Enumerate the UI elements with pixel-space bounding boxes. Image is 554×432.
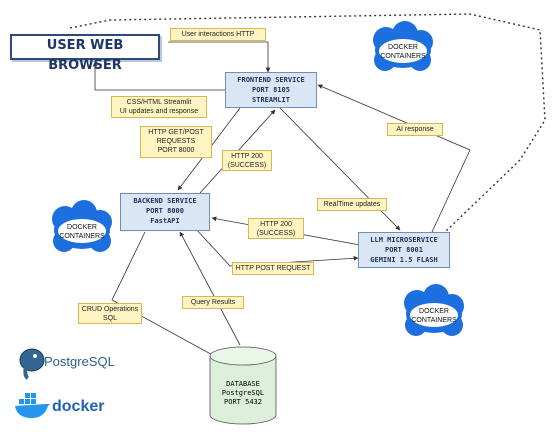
note-query-results-text: Query Results — [190, 299, 236, 306]
arrow-frontend-to-llm — [279, 107, 401, 231]
note-query-results: Query Results — [182, 296, 244, 309]
note-http-200-frontend-line2: (SUCCESS) — [227, 162, 267, 169]
note-http-post-request: HTTP POST REQUEST — [232, 262, 314, 275]
note-crud-line2: SQL — [102, 315, 117, 322]
docker-boundary-dotted-line — [69, 13, 546, 233]
llm-label-line3: GEMINI 1.5 FLASH — [370, 256, 438, 264]
note-http-get-post: HTTP GET/POST REQUESTS PORT 8000 — [140, 126, 212, 158]
note-user-interactions: User interactions HTTP — [170, 28, 266, 41]
database-cylinder: DATABASE PostgreSQL PORT 5432 — [209, 346, 277, 425]
docker-whale-icon — [15, 393, 50, 418]
backend-label-line2: PORT 8000 — [146, 207, 184, 215]
backend-label-line1: BACKEND SERVICE — [133, 197, 197, 205]
note-http-post-request-text: HTTP POST REQUEST — [235, 265, 311, 272]
arrow-database-to-backend — [179, 231, 241, 346]
note-http-200-frontend: HTTP 200 (SUCCESS) — [222, 150, 272, 171]
note-css-html-line1: CSS/HTML Streamlit — [126, 99, 192, 106]
note-crud-line1: CRUD Operations — [81, 306, 139, 313]
note-realtime-updates: RealTime updates — [317, 198, 387, 211]
note-ai-response: AI response — [387, 123, 443, 136]
docker-containers-cloud-left: DOCKER CONTAINERS — [52, 200, 112, 252]
arrow-backend-to-llm — [194, 227, 359, 267]
note-http-200-llm-line2: (SUCCESS) — [256, 230, 296, 237]
arrow-llm-to-frontend — [317, 84, 471, 233]
docker-logo-text: docker — [52, 398, 105, 415]
frontend-label-line2: PORT 8105 — [252, 86, 290, 94]
cloud-label-line1: DOCKER — [388, 44, 418, 51]
note-http-get-post-line3: PORT 8000 — [157, 147, 195, 154]
frontend-label-line1: FRONTEND SERVICE — [237, 76, 305, 84]
database-label-line3: PORT 5432 — [224, 398, 262, 406]
note-user-interactions-text: User interactions HTTP — [181, 31, 255, 38]
cloud-label-line1: DOCKER — [419, 308, 449, 315]
llm-microservice-box: LLM MICROSERVICE PORT 8001 GEMINI 1.5 FL… — [358, 232, 450, 268]
note-css-html-line2: UI updates and response — [119, 108, 199, 115]
note-css-html: CSS/HTML Streamlit UI updates and respon… — [111, 96, 207, 118]
cloud-label-line2: CONTAINERS — [411, 317, 457, 324]
docker-containers-cloud-bottom: DOCKER CONTAINERS — [404, 284, 464, 336]
arrow-browser-to-frontend — [168, 41, 271, 73]
frontend-service-box: FRONTEND SERVICE PORT 8105 STREAMLIT — [225, 72, 317, 108]
backend-label-line3: FastAPI — [150, 217, 180, 225]
database-label-line1: DATABASE — [226, 380, 260, 388]
note-http-get-post-line2: REQUESTS — [156, 138, 196, 145]
note-http-200-frontend-line1: HTTP 200 — [231, 153, 263, 160]
postgresql-elephant-icon — [19, 348, 45, 380]
postgresql-logo-text: PostgreSQL — [44, 354, 115, 369]
note-http-get-post-line1: HTTP GET/POST — [148, 129, 204, 136]
llm-label-line1: LLM MICROSERVICE — [370, 236, 438, 244]
backend-service-box: BACKEND SERVICE PORT 8000 FastAPI — [120, 193, 210, 231]
llm-label-line2: PORT 8001 — [385, 246, 423, 254]
line-backend-to-database — [111, 231, 219, 359]
note-ai-response-text: AI response — [396, 126, 434, 133]
cloud-label-line2: CONTAINERS — [59, 233, 105, 240]
note-realtime-updates-text: RealTime updates — [323, 201, 381, 208]
note-crud-operations: CRUD Operations SQL — [78, 303, 142, 324]
docker-containers-cloud-top: DOCKER CONTAINERS — [373, 21, 433, 71]
note-http-200-llm: HTTP 200 (SUCCESS) — [248, 218, 304, 239]
cloud-label-line2: CONTAINERS — [380, 53, 426, 60]
note-http-200-llm-line1: HTTP 200 — [260, 221, 292, 228]
frontend-label-line3: STREAMLIT — [252, 96, 290, 104]
arrow-frontend-to-browser — [92, 61, 225, 91]
user-web-browser-box: USER WEB BROWSER — [10, 34, 160, 73]
user-web-browser-label: USER WEB BROWSER — [46, 38, 124, 73]
database-label-line2: PostgreSQL — [222, 389, 264, 397]
cloud-label-line1: DOCKER — [67, 224, 97, 231]
